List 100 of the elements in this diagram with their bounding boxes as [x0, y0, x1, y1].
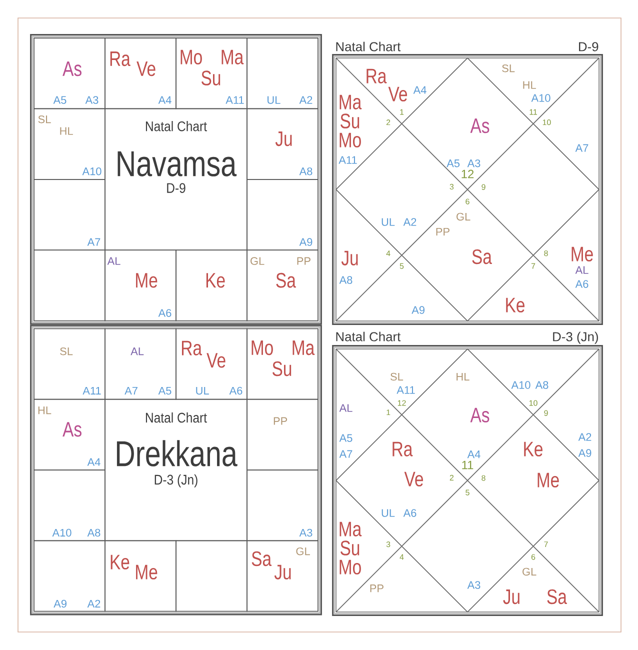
point-label: A8 [299, 167, 312, 176]
planet-label: Me [136, 273, 158, 288]
planet-label: Ju [503, 590, 520, 604]
point-label: A3 [299, 528, 312, 537]
planet-label: Ju [275, 132, 292, 146]
grid-cell [176, 38, 248, 110]
point-label: A8 [339, 276, 352, 284]
point-label: UL [382, 509, 395, 517]
chart-frame [332, 42, 603, 325]
point-label: HL [456, 372, 470, 380]
point-label: A3 [467, 159, 480, 168]
grid-cell [34, 328, 106, 400]
point-label: A3 [467, 581, 480, 589]
point-label: A5 [339, 434, 352, 442]
point-label: A2 [87, 600, 100, 608]
point-label: PP [297, 257, 310, 265]
planet-label: Mo [180, 50, 202, 64]
point-label: GL [522, 568, 536, 576]
planet-label: Ve [136, 62, 156, 76]
planet-label: Sa [472, 249, 492, 264]
ascendant-label: As [62, 422, 82, 437]
planet-label: Ra [110, 52, 130, 66]
point-label: PP [436, 228, 450, 236]
chart-heading: D-9 [579, 42, 598, 52]
planet-label: Su [340, 540, 360, 556]
point-label: SL [38, 115, 51, 124]
point-label: A2 [578, 433, 592, 441]
point-label: A11 [82, 386, 101, 394]
house-triangle [336, 348, 468, 416]
grid-cell [104, 540, 176, 612]
grid-cell [176, 540, 248, 612]
point-label: A4 [87, 458, 100, 466]
point-label: A7 [87, 238, 100, 246]
planet-label: Ra [182, 340, 202, 356]
point-label: A8 [87, 528, 100, 537]
sign-number: 12 [462, 170, 474, 178]
point-label: UL [268, 96, 280, 104]
point-label: A7 [575, 144, 588, 152]
point-label: HL [523, 81, 536, 89]
point-label: AL [130, 348, 144, 356]
planet-label: Mo [252, 340, 273, 356]
point-label: AL [339, 404, 352, 412]
grid-cell [176, 250, 248, 322]
planet-label: Ve [206, 353, 226, 368]
point-label: UL [196, 386, 209, 395]
point-label: A5 [53, 96, 66, 104]
point-label: A9 [412, 306, 424, 314]
chart-heading: Natal Chart [336, 332, 401, 342]
chart-frame [30, 34, 322, 325]
planet-label: Ma [340, 94, 362, 110]
grid-cell [34, 178, 106, 251]
point-label: A10 [82, 167, 102, 176]
planet-label: Ju [341, 250, 358, 266]
grid-cell [34, 250, 106, 322]
planet-label: Su [340, 114, 360, 128]
chart-heading: Natal Chart [336, 42, 401, 52]
point-label: A2 [299, 96, 312, 104]
planet-label: Ke [206, 273, 225, 288]
point-label: A11 [396, 386, 415, 394]
chart-heading: Natal Chart [146, 121, 207, 132]
planet-label: Mo [340, 560, 361, 574]
point-label: A9 [54, 600, 66, 608]
planet-label: Me [538, 472, 559, 488]
planet-label: Ju [274, 564, 291, 580]
point-label: PP [370, 584, 384, 592]
house-triangle [336, 189, 402, 322]
grid-cell [34, 398, 106, 470]
ascendant-label: As [62, 62, 82, 76]
point-label: SL [502, 64, 515, 72]
grid-cell [246, 470, 318, 542]
point-label: UL [382, 218, 395, 226]
grid-cell [104, 250, 176, 322]
point-label: A7 [339, 450, 352, 458]
planet-label: Sa [547, 589, 567, 604]
chart-title: Navamsa [118, 151, 237, 176]
grid-cell [34, 470, 106, 542]
point-label: A4 [413, 86, 426, 94]
house-triangle [336, 480, 402, 612]
chart-heading: D-3 (Jn) [553, 332, 598, 344]
point-label: A7 [124, 386, 138, 394]
point-label: PP [274, 417, 288, 425]
grid-cell [104, 328, 176, 400]
point-label: A10 [531, 94, 550, 102]
point-label: AL [575, 266, 588, 274]
planet-label: Mo [340, 132, 361, 148]
grid-cell [34, 540, 106, 612]
grid-cell [34, 38, 106, 110]
grid-cell [246, 540, 318, 612]
point-label: A10 [52, 528, 72, 537]
planet-label: Sa [276, 272, 296, 288]
planet-label: Me [136, 564, 158, 580]
point-label: A9 [578, 449, 592, 457]
point-label: GL [296, 547, 310, 556]
point-label: A6 [575, 280, 588, 288]
planet-label: Ve [404, 472, 424, 486]
grid-cell [246, 250, 318, 322]
grid-cell [246, 328, 318, 400]
point-label: SL [390, 372, 404, 381]
point-label: A2 [403, 218, 416, 226]
point-label: HL [38, 406, 52, 414]
